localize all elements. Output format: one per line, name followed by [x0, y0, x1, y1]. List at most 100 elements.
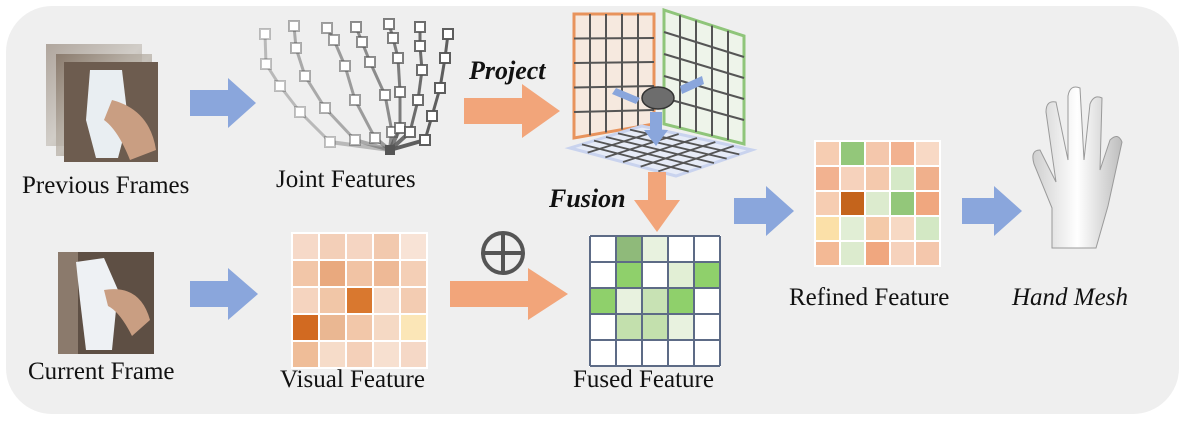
joint-bone: [323, 106, 357, 142]
fused-feature-cell: [615, 261, 643, 289]
joint-node: [442, 28, 454, 40]
joint-node: [404, 126, 416, 138]
visual-feature-cell: [345, 286, 374, 315]
joint-node: [364, 56, 376, 68]
refined-feature-cell: [889, 165, 916, 192]
projection-planes: [564, 7, 758, 178]
joint-node: [383, 18, 395, 30]
xy-plane-line: [573, 85, 655, 89]
joint-root: [385, 145, 395, 155]
joint-node: [356, 36, 368, 48]
visual-feature-cell: [318, 232, 347, 261]
fused-feature-cell: [641, 261, 669, 289]
joint-features-graph: [259, 18, 454, 155]
joint-node: [412, 94, 424, 106]
visual-feature-cell: [345, 232, 374, 261]
joint-node: [319, 102, 331, 114]
fused-feature-cell: [641, 339, 669, 367]
visual-feature-cell: [399, 286, 428, 315]
fused-feature-cell: [641, 235, 669, 263]
fused-feature-cell: [589, 313, 617, 341]
refined-feature-cell: [864, 140, 891, 167]
refined-feature-cell: [914, 240, 941, 267]
joint-node: [419, 134, 431, 146]
fused-feature-grid: [589, 235, 721, 367]
refined-feature-cell: [839, 165, 866, 192]
visual-feature-cell: [318, 259, 347, 288]
oplus-symbol: [481, 231, 525, 275]
refined-feature-cell: [864, 190, 891, 217]
visual-feature-cell: [318, 286, 347, 315]
proj-arrow: [612, 88, 640, 104]
refined-feature-grid: [814, 140, 941, 267]
refined-feature-cell: [839, 240, 866, 267]
refined-feature-cell: [889, 140, 916, 167]
arrow-project: [464, 84, 560, 138]
hand-mesh-image: [1032, 86, 1123, 249]
joint-volume-ellipsoid: [641, 86, 675, 110]
visual-feature-cell: [372, 286, 401, 315]
visual-feature-cell: [399, 232, 428, 261]
arrow-frames-to-joints: [190, 78, 256, 128]
refined-feature-border: [814, 140, 941, 267]
xy-plane-line: [573, 61, 655, 64]
visual-feature-cell: [372, 313, 401, 342]
refined-feature-cell: [914, 165, 941, 192]
joint-node: [339, 60, 351, 72]
refined-feature-cell: [889, 240, 916, 267]
fused-feature-cell: [667, 261, 695, 289]
joint-node: [299, 70, 311, 82]
xy-plane-line: [573, 109, 655, 113]
joint-node: [288, 20, 300, 32]
fused-feature-cell: [667, 313, 695, 341]
joint-node: [392, 52, 404, 64]
refined-feature-cell: [914, 190, 941, 217]
refined-feature-cell: [814, 215, 841, 242]
fused-feature-cell: [615, 339, 643, 367]
refined-feature-cell: [889, 215, 916, 242]
arrow-refined-to-mesh: [962, 186, 1022, 236]
arrow-fusion: [634, 172, 680, 232]
visual-feature-cell: [345, 313, 374, 342]
refined-feature-cell: [914, 140, 941, 167]
fused-feature-cell: [615, 313, 643, 341]
fused-feature-cell: [589, 261, 617, 289]
fused-feature-cell: [667, 339, 695, 367]
visual-feature-cell: [345, 259, 374, 288]
joint-node: [394, 122, 406, 134]
label-previous-frames: Previous Frames: [22, 172, 190, 199]
visual-feature-grid: [291, 232, 428, 369]
refined-feature-cell: [864, 215, 891, 242]
joint-node: [350, 21, 362, 33]
joint-node: [274, 80, 286, 92]
fused-feature-cell: [667, 235, 695, 263]
arrow-visual-to-fused: [450, 268, 568, 320]
visual-feature-cell: [291, 313, 320, 342]
xz-plane-line: [658, 145, 734, 173]
visual-feature-cell: [291, 340, 320, 369]
refined-feature-cell: [864, 240, 891, 267]
fused-feature-cell: [693, 235, 721, 263]
visual-feature-cell: [318, 313, 347, 342]
joint-bone: [303, 75, 327, 109]
joint-node: [387, 32, 399, 44]
label-visual-feature: Visual Feature: [280, 366, 425, 393]
current-frame-image: [58, 252, 154, 354]
fused-feature-cell: [693, 287, 721, 315]
fused-feature-cell: [589, 287, 617, 315]
visual-feature-cell: [372, 259, 401, 288]
yz-plane-line: [663, 31, 745, 58]
refined-feature-cell: [814, 165, 841, 192]
joint-bone: [383, 94, 394, 133]
joint-node: [439, 52, 451, 64]
yz-plane-line: [663, 97, 745, 121]
visual-feature-cell: [291, 232, 320, 261]
visual-feature-cell: [399, 313, 428, 342]
fused-feature-cell: [641, 313, 669, 341]
refined-feature-cell: [839, 215, 866, 242]
fused-feature-cell: [693, 313, 721, 341]
visual-feature-cell: [291, 259, 320, 288]
yz-plane-line: [663, 75, 745, 100]
